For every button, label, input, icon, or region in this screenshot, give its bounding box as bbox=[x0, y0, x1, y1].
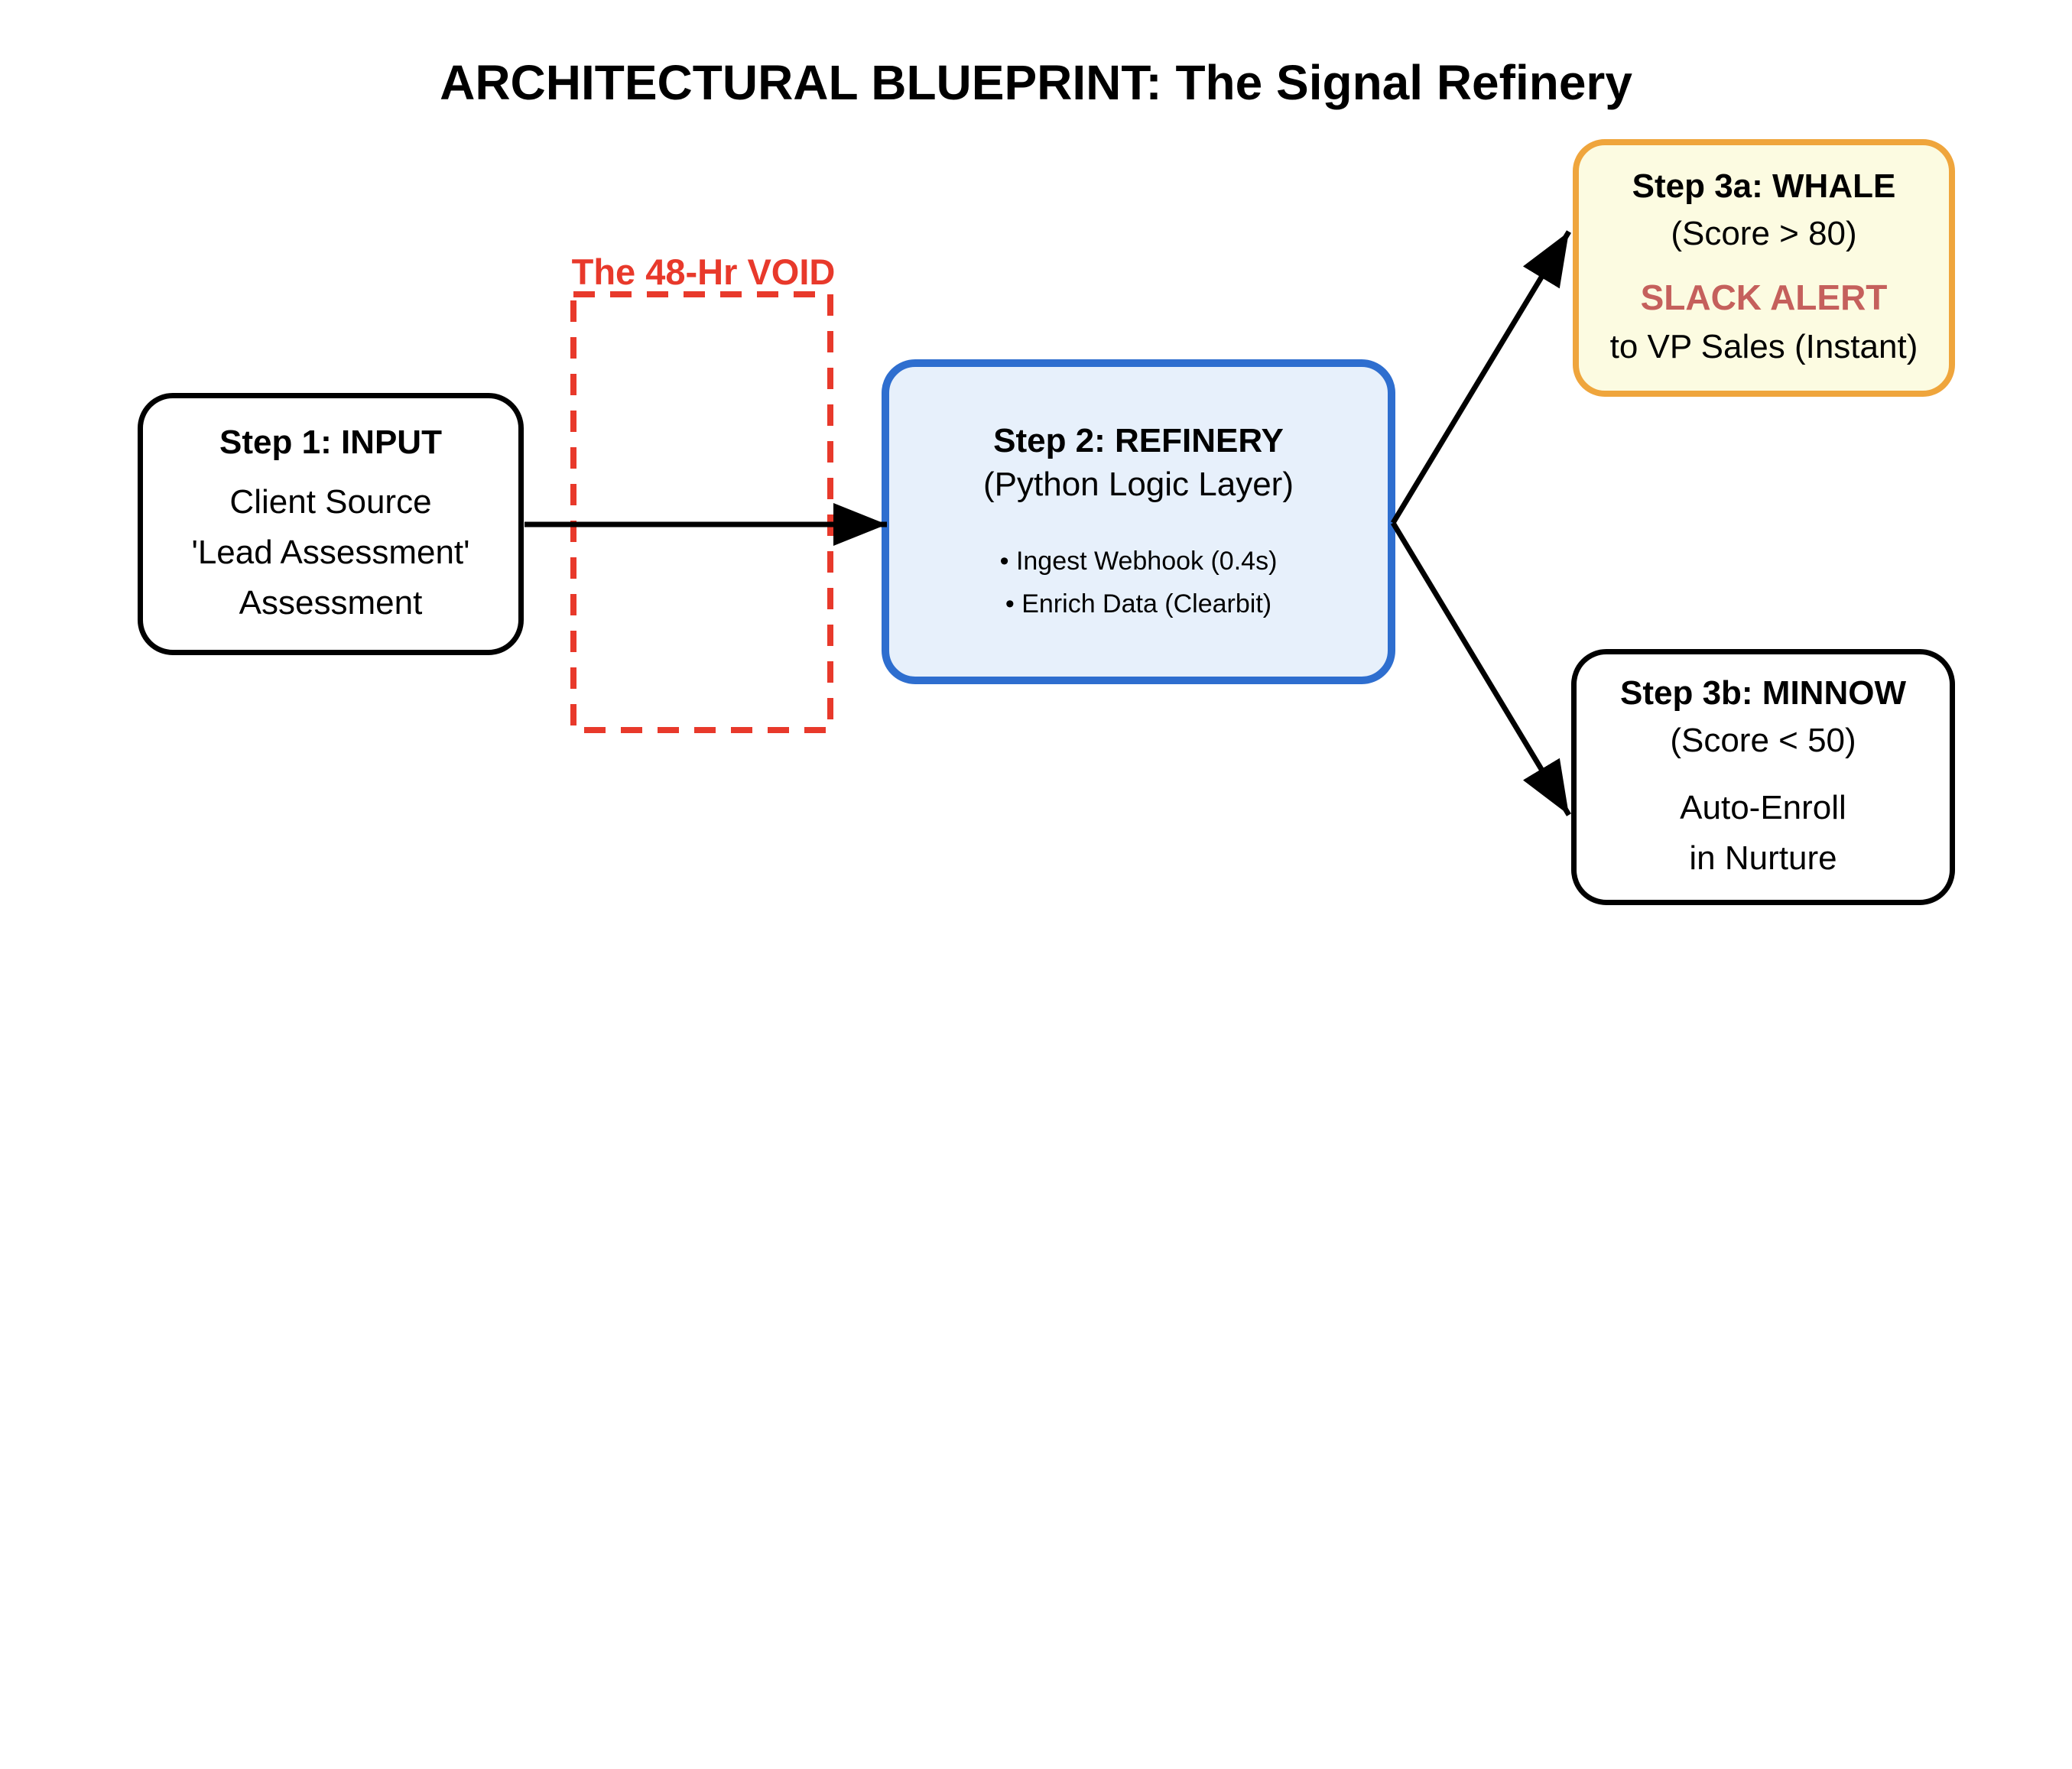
step2-bullet-item: • Ingest Webhook (0.4s) bbox=[999, 546, 1278, 576]
diagram-title: ARCHITECTURAL BLUEPRINT: The Signal Refi… bbox=[440, 55, 1632, 110]
step2-bullet-item: • Enrich Data (Clearbit) bbox=[1005, 589, 1272, 618]
step1-heading: Step 1: INPUT bbox=[219, 423, 442, 461]
step3a-subheading: (Score > 80) bbox=[1671, 214, 1857, 252]
arrow-step2-to-step3b bbox=[1391, 521, 1571, 816]
step1-line: Assessment bbox=[239, 583, 423, 622]
step1-line: Client Source bbox=[229, 482, 432, 521]
step2-subheading: (Python Logic Layer) bbox=[983, 465, 1294, 503]
void-zone-label: The 48-Hr VOID bbox=[571, 252, 836, 292]
step2-bullet-list: • Ingest Webhook (0.4s) • Enrich Data (C… bbox=[1000, 540, 1278, 625]
void-dashed-box bbox=[570, 291, 833, 733]
step3a-slack-alert-label: SLACK ALERT bbox=[1640, 277, 1888, 317]
arrow-step2-to-step3a bbox=[1391, 230, 1571, 524]
step3b-line: Auto-Enroll bbox=[1680, 788, 1846, 826]
step2-heading: Step 2: REFINERY bbox=[993, 421, 1284, 459]
node-step3a-whale: Step 3a: WHALE (Score > 80) SLACK ALERT … bbox=[1573, 139, 1955, 397]
step3b-subheading: (Score < 50) bbox=[1670, 721, 1856, 759]
step3b-line: in Nurture bbox=[1689, 839, 1837, 877]
node-step2-refinery: Step 2: REFINERY (Python Logic Layer) • … bbox=[882, 359, 1395, 684]
step3a-detail: to VP Sales (Instant) bbox=[1609, 327, 1918, 365]
step3b-body: Auto-Enroll in Nurture bbox=[1680, 783, 1846, 884]
step3b-heading: Step 3b: MINNOW bbox=[1620, 674, 1906, 712]
step1-line: 'Lead Assessment' bbox=[191, 533, 470, 571]
step3a-heading: Step 3a: WHALE bbox=[1632, 167, 1896, 205]
node-step1-input: Step 1: INPUT Client Source 'Lead Assess… bbox=[138, 393, 524, 655]
node-step3b-minnow: Step 3b: MINNOW (Score < 50) Auto-Enroll… bbox=[1571, 649, 1955, 905]
